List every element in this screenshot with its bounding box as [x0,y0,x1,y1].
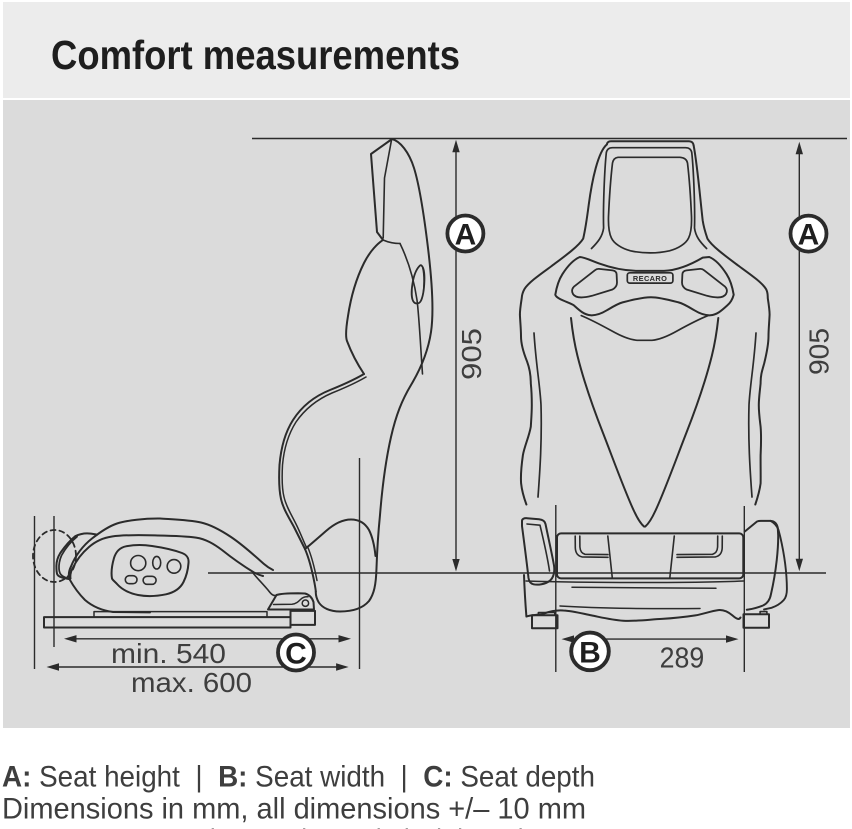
svg-text:A: A [455,218,477,251]
svg-text:B: B [579,636,601,669]
svg-text:Dimensions in mm, all dimensio: Dimensions in mm, all dimensions +/– 10 … [2,793,586,826]
svg-text:905: 905 [456,328,487,380]
svg-text:A: A [798,218,820,251]
svg-text:max. 600: max. 600 [131,667,252,698]
svg-text:Comfort measurements: Comfort measurements [51,32,460,78]
svg-text:A: Seat height | B: Seat wid: A: Seat height | B: Seat width | C: Seat… [2,761,595,794]
svg-text:289: 289 [660,642,705,674]
svg-text:min. 540: min. 540 [111,638,226,669]
svg-text:RECARO Automotive Seating tech: RECARO Automotive Seating technical data… [2,824,568,829]
svg-text:905: 905 [804,328,835,375]
svg-text:C: C [285,637,307,670]
svg-text:RECARO: RECARO [633,274,667,283]
